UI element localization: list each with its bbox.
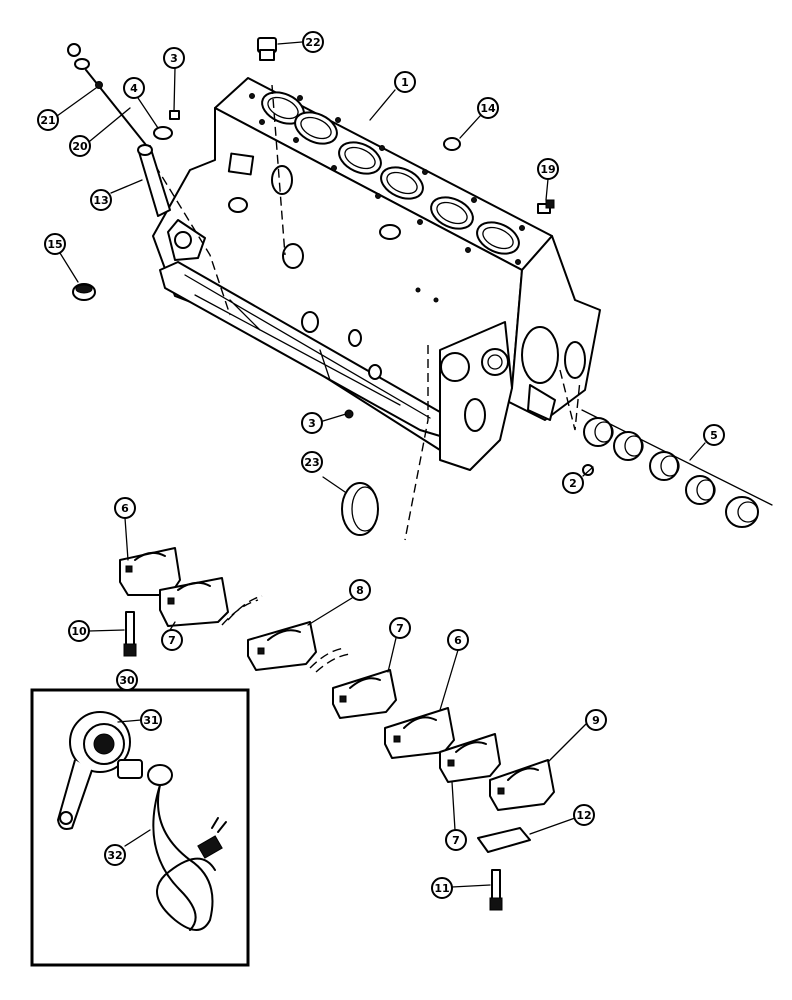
svg-text:11: 11 [434,882,449,895]
svg-text:19: 19 [540,163,555,176]
svg-text:2: 2 [569,477,577,490]
bolt-11 [489,869,503,911]
svg-text:6: 6 [454,634,462,647]
bearing-cap-7b [332,669,397,719]
callout-22: 22 [302,31,324,53]
callout-1: 1 [394,71,416,93]
thrust-washer [227,595,263,621]
boss [379,224,401,240]
dipstick-tube [137,144,171,217]
callout-6b: 6 [447,629,469,651]
svg-text:4: 4 [130,82,138,95]
bearing-cap-7a [159,577,229,627]
callout-9: 9 [585,709,607,731]
callout-3a: 3 [163,47,185,69]
bolt-10 [123,611,137,657]
callout-7a: 7 [161,629,183,651]
oil-filter-boss [282,243,304,269]
callout-30: 30 [116,669,138,691]
bearing-cap-9 [489,759,555,811]
callout-10: 10 [68,620,90,642]
alignment-line-23 [404,345,429,541]
core-plug-hole [271,165,293,195]
expansion-plug-14 [443,137,461,151]
plate-12 [477,827,531,853]
bearing-cap-8 [247,621,317,671]
heater-kit-inset-box [30,688,250,967]
svg-text:7: 7 [396,622,404,635]
expansion-plug-23 [341,482,379,536]
thrust-washer [221,599,259,626]
callout-4: 4 [123,77,145,99]
leader-lines [56,41,706,888]
thrust-washer [309,647,346,669]
side-plate [227,152,255,176]
pipe-plug-3 [169,110,180,120]
cup-plug-15 [72,283,96,301]
callout-20: 20 [69,135,91,157]
alignment-line-5 [559,369,581,431]
svg-text:7: 7 [168,634,176,647]
callout-14: 14 [477,97,499,119]
svg-text:22: 22 [305,36,320,49]
thrust-washer [315,653,351,673]
boss [228,197,248,213]
svg-text:8: 8 [356,584,364,597]
svg-text:15: 15 [47,238,62,251]
svg-text:32: 32 [107,849,122,862]
callout-8: 8 [349,579,371,601]
svg-text:23: 23 [304,456,319,469]
bearing-cap-7c [439,733,501,783]
callout-32: 32 [104,844,126,866]
svg-text:7: 7 [452,834,460,847]
callout-7c: 7 [445,829,467,851]
svg-text:21: 21 [40,114,55,127]
callout-13: 13 [90,189,112,211]
callout-11: 11 [431,877,453,899]
svg-text:31: 31 [143,714,158,727]
svg-text:1: 1 [401,76,409,89]
callout-6a: 6 [114,497,136,519]
svg-text:3: 3 [170,52,178,65]
dipstick [67,43,151,151]
callout-5: 5 [703,424,725,446]
block-heater-kit [57,711,227,931]
svg-text:3: 3 [308,417,316,430]
svg-text:6: 6 [121,502,129,515]
camshaft-bushings [581,409,773,528]
svg-text:9: 9 [592,714,600,727]
cylinder-block [152,77,601,471]
svg-text:13: 13 [93,194,108,207]
svg-text:5: 5 [710,429,718,442]
fitting-22 [257,37,277,61]
expansion-plug-4 [153,126,173,140]
svg-text:14: 14 [480,102,496,115]
callout-7b: 7 [389,617,411,639]
callout-21: 21 [37,109,59,131]
cylinder-bores [261,91,520,255]
callout-3b: 3 [301,412,323,434]
callout-23: 23 [301,451,323,473]
svg-text:20: 20 [72,140,88,153]
alignment-line-22 [271,84,286,256]
callout-15: 15 [44,233,66,255]
alignment-line-13 [154,164,231,316]
svg-text:10: 10 [71,625,87,638]
head-bolt-holes [249,93,525,265]
bolt-19 [537,199,555,214]
callout-31: 31 [140,709,162,731]
callout-2: 2 [562,472,584,494]
callout-19: 19 [537,158,559,180]
pipe-plug-2 [582,464,594,476]
callout-12: 12 [573,804,595,826]
svg-text:30: 30 [119,674,135,687]
svg-text:12: 12 [576,809,591,822]
bearing-caps [119,547,555,811]
